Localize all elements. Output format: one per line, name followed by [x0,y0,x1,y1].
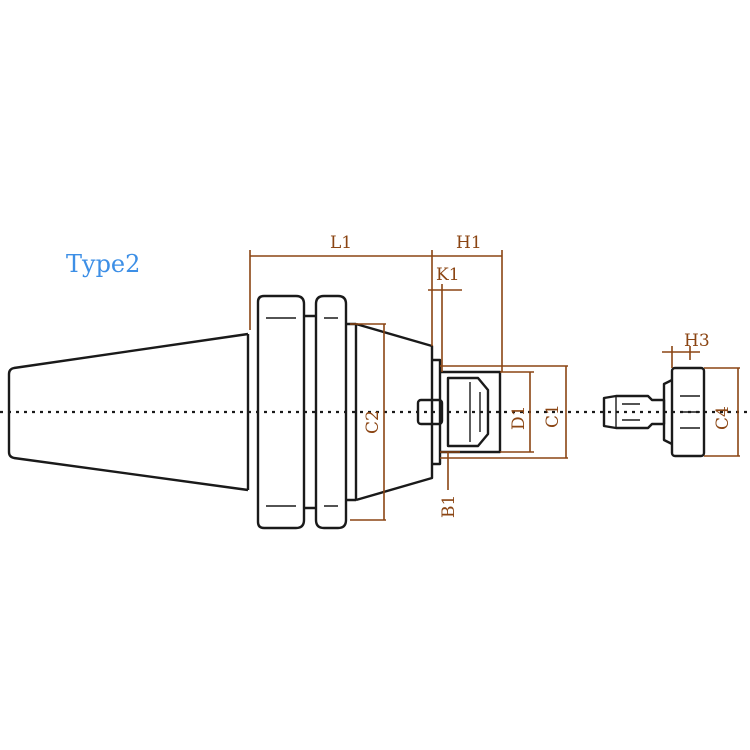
dimension-line-c2 [350,323,386,521]
dimension-label-c2: C2 [363,410,383,434]
dimension-line-c4 [704,367,740,457]
dimension-label-c1: C1 [543,404,563,428]
collet [416,370,502,454]
taper-shank [7,332,249,492]
dimension-line-d1 [500,371,534,453]
dimension-label-b1: B1 [439,495,459,518]
dimension-line-h3 [662,346,700,368]
dimension-label-c4: C4 [713,406,733,430]
dimension-line-h1 [432,250,503,372]
dimension-line-b1 [440,451,460,490]
dimension-label-k1: K1 [436,265,460,285]
dimension-label-h3: H3 [684,331,710,351]
dimension-line-c1 [440,365,568,459]
dimension-label-d1: D1 [509,406,529,430]
dimension-label-h1: H1 [456,233,482,253]
clamp-nut [602,366,706,458]
dimension-line-l1 [249,250,433,346]
dimension-lines [249,250,740,521]
dimension-label-l1: L1 [330,233,352,253]
holder-nose [354,322,442,502]
dimension-line-k1 [428,284,462,372]
diagram-title: Type2 [66,250,141,278]
